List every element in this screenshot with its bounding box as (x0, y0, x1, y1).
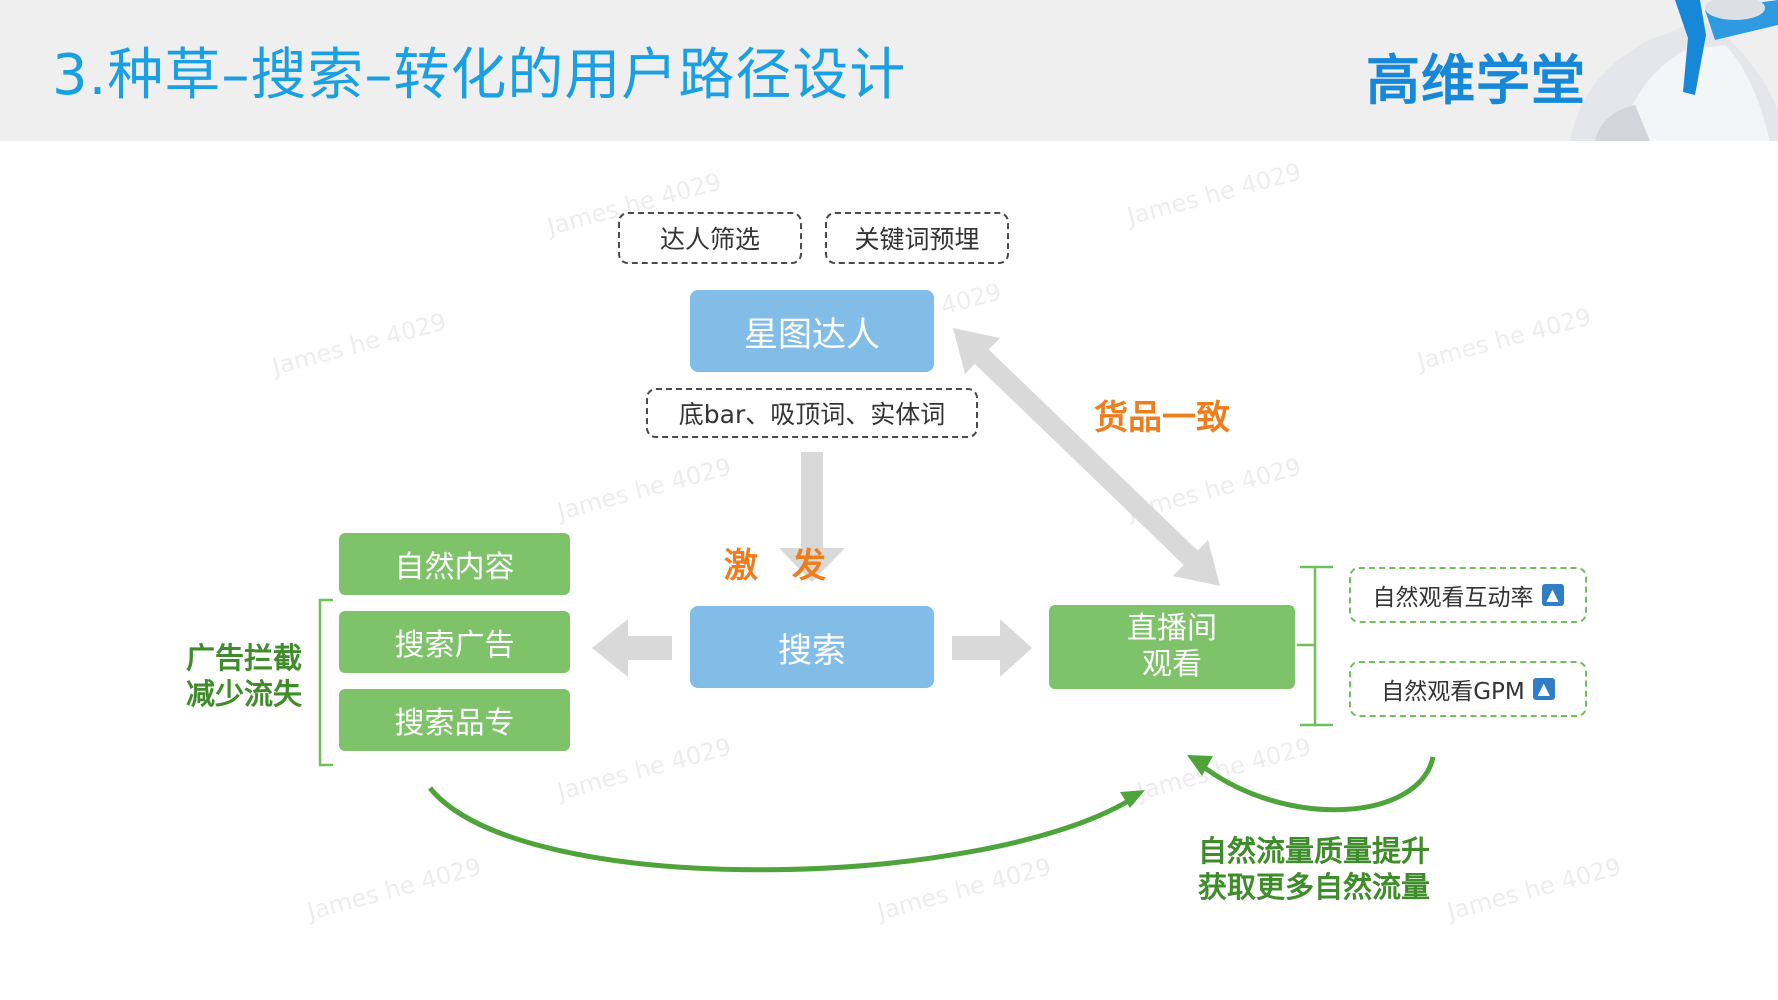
mascot-icon (1570, 0, 1778, 141)
diagonal-arrow-shaft (973, 347, 1200, 568)
diagonal-arrowhead-top (953, 328, 1000, 374)
natural-content-box: 自然内容 (339, 533, 570, 595)
star-influencer-box: 星图达人 (690, 290, 934, 372)
live-room-box: 直播间 观看 (1049, 605, 1295, 689)
return-curve-arrow (1203, 756, 1436, 813)
left-arrow (592, 619, 672, 677)
right-arrow (952, 619, 1032, 677)
up-arrow-icon: ▲ (1541, 584, 1564, 606)
ad-intercept-note: 广告拦截 减少流失 (186, 641, 303, 711)
left-bracket (318, 598, 333, 767)
brand-logo-text: 高维学堂 (1366, 49, 1586, 112)
trigger-label: 激 发 (724, 546, 826, 586)
search-ad-box: 搜索广告 (339, 611, 570, 673)
bottom-curve-arrow (428, 786, 1132, 873)
down-arrow (779, 452, 845, 582)
diagonal-arrowhead-bottom (1173, 540, 1220, 586)
page-title: 3.种草–搜索–转化的用户路径设计 (52, 43, 907, 108)
tag-influencer-filter: 达人筛选 (618, 212, 802, 264)
search-box: 搜索 (690, 606, 934, 688)
tag-interaction-rate: 自然观看互动率▲ (1349, 567, 1587, 623)
up-arrow-icon: ▲ (1532, 678, 1555, 700)
tag-keyword-seeding: 关键词预埋 (825, 212, 1009, 264)
product-consistency-label: 货品一致 (1094, 398, 1230, 438)
natural-traffic-note: 自然流量质量提升 获取更多自然流量 (1198, 834, 1431, 904)
tag-search-entry: 底bar、吸顶词、实体词 (646, 388, 978, 438)
brand-zone-box: 搜索品专 (339, 689, 570, 751)
tag-gpm: 自然观看GPM▲ (1349, 661, 1587, 717)
header-bar: 3.种草–搜索–转化的用户路径设计 高维学堂 (0, 0, 1778, 141)
